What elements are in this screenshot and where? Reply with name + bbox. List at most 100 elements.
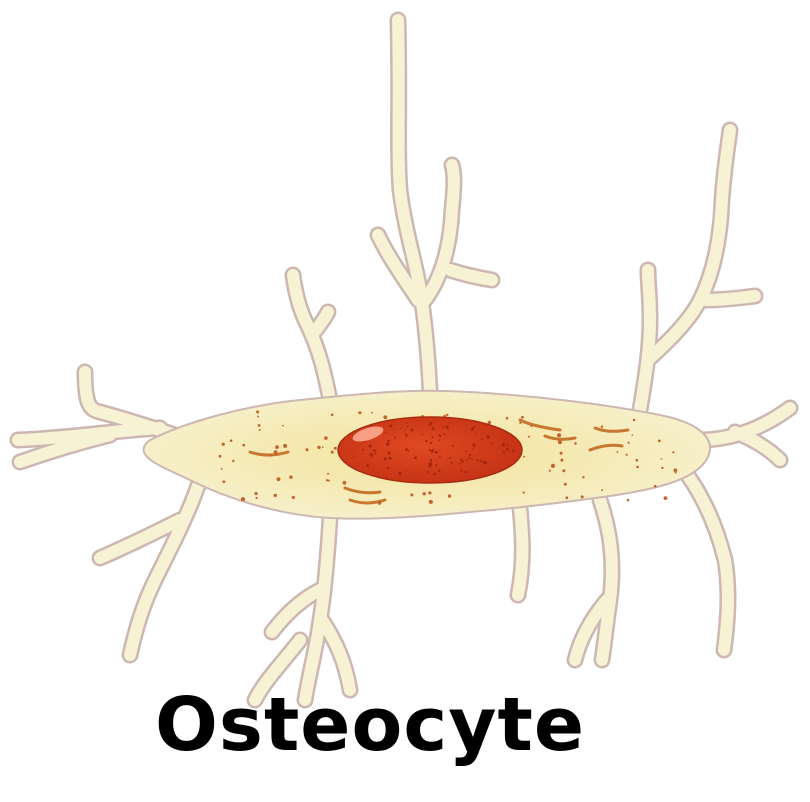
chromatin-dot <box>428 448 432 452</box>
speckle <box>222 480 226 484</box>
speckle <box>333 446 337 450</box>
chromatin-dot <box>386 442 390 446</box>
chromatin-dot <box>387 466 390 470</box>
speckle <box>221 442 225 446</box>
chromatin-dot <box>425 439 428 443</box>
process-fill <box>124 474 206 661</box>
chromatin-dot <box>450 461 454 464</box>
speckle <box>635 458 639 462</box>
speckle <box>242 443 246 447</box>
process-fill <box>14 429 116 468</box>
speckle <box>240 497 246 502</box>
speckle <box>321 446 324 448</box>
speckle <box>580 495 584 499</box>
chromatin-dot <box>471 458 474 460</box>
speckle <box>557 440 562 445</box>
speckle <box>446 413 449 417</box>
speckle <box>625 453 628 456</box>
chromatin-dot <box>428 463 432 468</box>
speckle <box>383 415 388 420</box>
speckle <box>523 455 525 458</box>
speckle <box>317 445 321 450</box>
speckle <box>377 501 382 505</box>
chromatin-dot <box>439 455 441 458</box>
chromatin-dot <box>368 444 372 448</box>
speckle <box>653 484 657 488</box>
organelles <box>248 418 630 505</box>
speckle <box>257 415 260 418</box>
chromatin-dot <box>366 464 369 468</box>
chromatin-dot <box>383 457 387 461</box>
process-fill <box>594 494 618 666</box>
chromatin-dot <box>413 456 417 460</box>
chromatin-dot <box>464 470 468 474</box>
chromatin-dot <box>472 443 476 447</box>
chromatin-dot <box>483 460 488 465</box>
chromatin-dot <box>372 449 376 452</box>
chromatin-dot <box>433 472 436 476</box>
chromatin-dot <box>410 428 414 432</box>
process-fill <box>94 514 186 564</box>
speckle <box>582 476 585 479</box>
chromatin-dot <box>388 424 393 428</box>
chromatin-dot <box>501 443 506 447</box>
speckle <box>255 496 258 500</box>
speckle <box>601 489 604 492</box>
chromatin-dot <box>407 450 410 452</box>
chromatin-dot <box>472 447 474 450</box>
speckle <box>550 463 556 468</box>
chromatin-dot <box>473 425 476 428</box>
chromatin-dot <box>502 451 506 454</box>
speckle <box>283 443 288 448</box>
speckle <box>565 496 569 500</box>
speckle <box>548 469 551 472</box>
process-fill <box>444 264 498 286</box>
nucleus-chromatin <box>353 421 515 476</box>
process-fill <box>512 502 529 601</box>
chromatin-dot <box>362 448 365 451</box>
chromatin-dot <box>404 429 406 431</box>
chromatin-dot <box>421 433 424 436</box>
chromatin-dot <box>384 431 387 434</box>
chromatin-dot <box>468 453 472 457</box>
chromatin-dot <box>429 458 432 461</box>
speckle <box>324 436 328 440</box>
chromatin-dot <box>464 450 467 453</box>
chromatin-dot <box>461 460 465 463</box>
chromatin-dot <box>459 458 463 461</box>
speckle <box>487 420 491 425</box>
chromatin-dot <box>480 459 482 462</box>
chromatin-dot <box>398 471 402 476</box>
speckle <box>422 492 426 496</box>
process-fill <box>266 584 326 638</box>
chromatin-dot <box>506 443 509 446</box>
speckle <box>530 424 533 428</box>
chromatin-dot <box>448 457 451 460</box>
speckle <box>616 451 619 453</box>
chromatin-dot <box>443 433 446 436</box>
speckle <box>674 471 677 474</box>
process-fill <box>642 124 736 366</box>
chromatin-dot <box>470 427 475 431</box>
chromatin-dot <box>451 444 454 447</box>
speckle <box>258 429 261 431</box>
speckle <box>661 466 664 470</box>
chromatin-dot <box>426 470 429 474</box>
chromatin-dot <box>476 459 479 462</box>
chromatin-dot <box>468 456 471 460</box>
chromatin-dot <box>388 456 392 460</box>
speckle <box>557 433 562 438</box>
chromatin-dot <box>438 434 442 437</box>
chromatin-dot <box>486 435 490 439</box>
speckle <box>519 421 522 424</box>
process-fill <box>372 229 424 306</box>
chromatin-dot <box>393 429 396 431</box>
speckle <box>627 441 630 444</box>
chromatin-dot <box>405 448 408 451</box>
speckle <box>560 458 564 462</box>
speckle <box>218 454 222 458</box>
speckle <box>631 434 634 436</box>
process-fill <box>287 269 336 406</box>
chromatin-dot <box>445 425 449 429</box>
chromatin-dot <box>438 439 441 442</box>
